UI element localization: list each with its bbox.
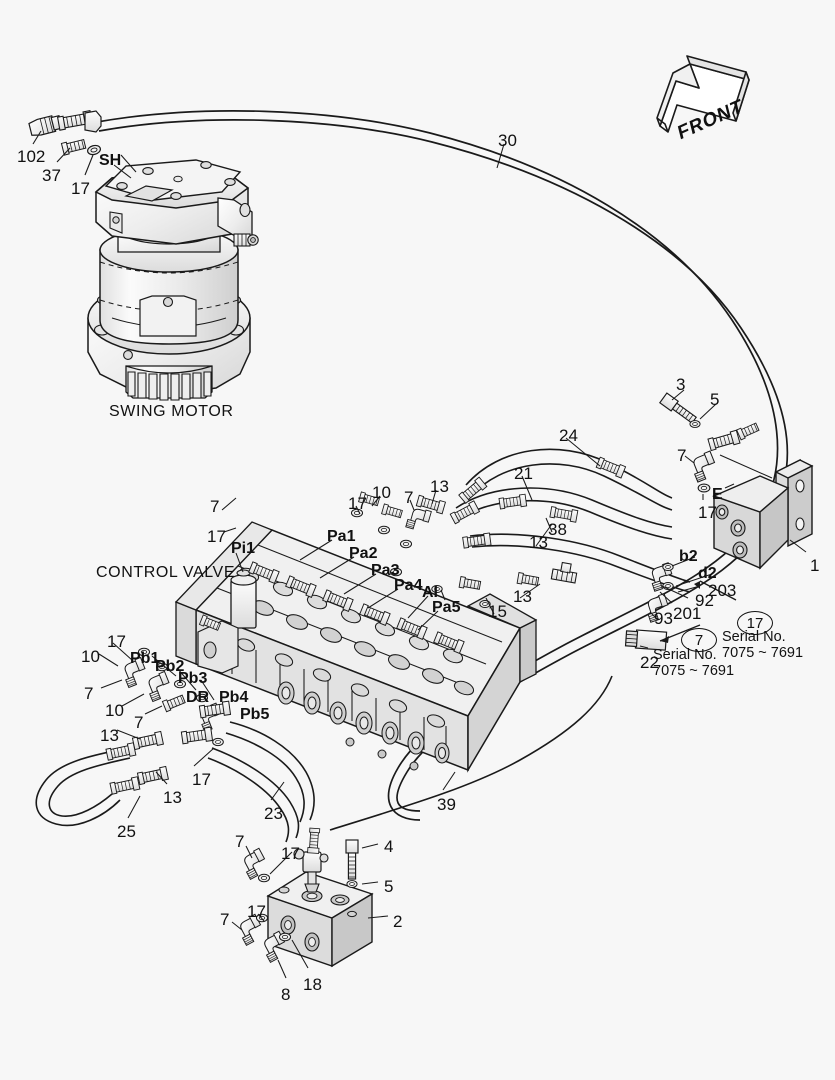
part-callout-7: 7 [677, 446, 687, 465]
port-label-d2: d2 [698, 565, 717, 582]
part-callout-21: 21 [514, 464, 533, 483]
part-callout-15: 15 [488, 602, 507, 621]
circled-callout-17: 17 [737, 611, 773, 635]
circled-callout-7: 7 [681, 628, 717, 652]
part-callout-2: 2 [393, 912, 403, 931]
part-callout-17: 17 [107, 632, 126, 651]
part-callout-1: 1 [810, 556, 820, 575]
port-label-pa4: Pa4 [394, 577, 423, 594]
serial-note-range: 7075 ~ 7691 [653, 663, 735, 680]
part-callout-7: 7 [235, 832, 245, 851]
port-label-pa5: Pa5 [432, 599, 461, 616]
port-label-sh: SH [99, 152, 122, 169]
port-label-e: E [712, 486, 723, 503]
part-callout-13: 13 [529, 533, 548, 552]
port-label-pa3: Pa3 [371, 562, 400, 579]
part-callout-38: 38 [548, 520, 567, 539]
part-callout-17: 17 [247, 902, 266, 921]
lower-block-assembly [231, 827, 389, 979]
part-callout-10: 10 [105, 701, 124, 720]
port-label-pb5: Pb5 [240, 706, 270, 723]
serial-note-title: Serial No. [653, 647, 717, 663]
fitting-group-top-left [28, 110, 137, 176]
port-label-pi1: Pi1 [231, 540, 256, 557]
hose-39 [329, 675, 613, 831]
port-label-ai: AI [422, 584, 438, 601]
part-callout-13: 13 [513, 587, 532, 606]
serial-note: Serial No.7075 ~ 7691 [653, 647, 734, 679]
part-callout-17: 17 [281, 844, 300, 863]
part-callout-37: 37 [42, 166, 61, 185]
part-callout-17: 17 [192, 770, 211, 789]
part-callout-23: 23 [264, 804, 283, 823]
part-callout-17: 17 [207, 527, 226, 546]
part-callout-7: 7 [220, 910, 230, 929]
part-callout-13: 13 [100, 726, 119, 745]
swing-motor-assembly [87, 159, 259, 401]
front-direction-arrow [656, 55, 750, 133]
part-callout-3: 3 [676, 375, 686, 394]
part-callout-7: 7 [84, 684, 94, 703]
part-callout-92: 92 [695, 591, 714, 610]
part-callout-10: 10 [81, 647, 100, 666]
fitting-group-lower-left [35, 642, 456, 843]
part-callout-18: 18 [303, 975, 322, 994]
port-label-pb3: Pb3 [178, 670, 208, 687]
part-callout-25: 25 [117, 822, 136, 841]
circled-callout-value: 7 [681, 628, 717, 652]
part-callout-7: 7 [134, 713, 144, 732]
part-callout-4: 4 [384, 837, 394, 856]
part-callout-10: 10 [372, 483, 391, 502]
fitting-group-right-lower [624, 556, 737, 651]
serial-note-range: 7075 ~ 7691 [722, 645, 804, 662]
part-callout-93: 93 [654, 609, 673, 628]
caption-swing-motor: SWING MOTOR [109, 403, 234, 420]
circled-callout-value: 17 [737, 611, 773, 635]
part-callout-17: 17 [71, 179, 90, 198]
part-callout-30: 30 [498, 131, 517, 150]
port-label-pa2: Pa2 [349, 545, 378, 562]
part-callout-24: 24 [559, 426, 578, 445]
part-callout-8: 8 [281, 985, 291, 1004]
part-callout-17: 17 [698, 503, 717, 522]
part-callout-13: 13 [163, 788, 182, 807]
serial-note-title: Serial No. [722, 629, 786, 645]
serial-note: Serial No.7075 ~ 7691 [722, 629, 803, 661]
part-callout-7: 7 [404, 488, 414, 507]
hose-couplers-upper [350, 456, 627, 609]
part-callout-5: 5 [710, 390, 720, 409]
port-label-pb2: Pb2 [155, 658, 185, 675]
part-callout-5: 5 [384, 877, 394, 896]
control-valve-assembly [174, 521, 538, 773]
part-callout-7: 7 [210, 497, 220, 516]
caption-control-valve: CONTROL VALVE [96, 564, 236, 581]
port-label-b2: b2 [679, 548, 698, 565]
port-label-pb4: Pb4 [219, 689, 249, 706]
leader-lines-upper [113, 143, 601, 631]
port-label-dr: DR [186, 689, 210, 706]
part-callout-102: 102 [17, 147, 46, 166]
part-callout-22: 22 [640, 653, 659, 672]
manifold-block-assembly [659, 389, 814, 570]
part-callout-203: 203 [708, 581, 737, 600]
part-callout-39: 39 [437, 795, 456, 814]
port-label-pb1: Pb1 [130, 650, 160, 667]
port-label-pa1: Pa1 [327, 528, 356, 545]
part-callout-17: 17 [348, 494, 367, 513]
part-callout-13: 13 [430, 477, 449, 496]
part-callout-201: 201 [673, 604, 702, 623]
